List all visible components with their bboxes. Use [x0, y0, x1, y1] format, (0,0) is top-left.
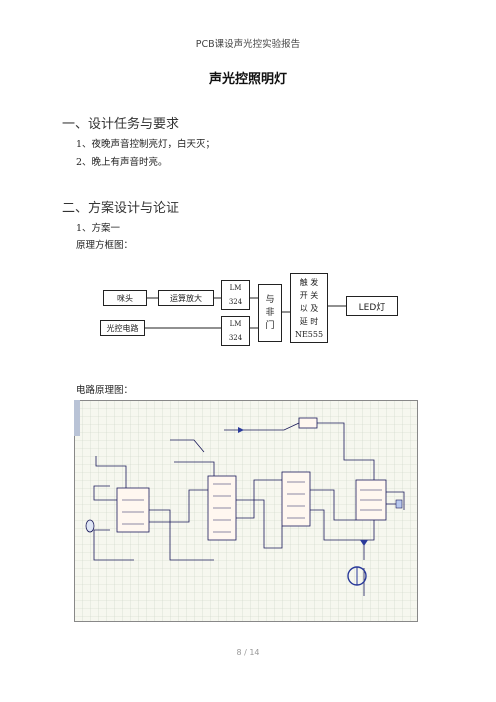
section1-heading: 一、设计任务与要求: [62, 117, 180, 132]
block-diagram-caption: 原理方框图：: [76, 240, 134, 251]
mic-block: 咪头: [103, 290, 147, 306]
circuit-schematic: [74, 400, 418, 622]
block-diagram-wires: [145, 297, 346, 329]
block-diagram: 咪头 运算放大 光控电路 LM 324 LM 324 与 非 门 触 发 开 关…: [90, 260, 420, 360]
lm324-bottom-block: LM 324: [221, 316, 250, 346]
page-header: PCB课设声光控实验报告: [195, 39, 301, 50]
circuit-diagram-caption: 电路原理图：: [76, 385, 134, 396]
ne555-block: 触 发 开 关 以 及 延 时 NE555: [290, 273, 328, 343]
section2-heading: 二、方案设计与论证: [62, 201, 180, 216]
section1-item-1: 1、夜晚声音控制亮灯，白天灭；: [76, 139, 216, 150]
led-block: LED灯: [346, 296, 398, 316]
amp-block: 运算放大: [158, 290, 214, 306]
schematic-drawing: [74, 400, 418, 622]
section1-item-2: 2、晚上有声音时亮。: [76, 157, 168, 168]
nand-gate-block: 与 非 门: [258, 284, 282, 342]
page-number: 8 / 14: [236, 648, 260, 657]
page-title: 声光控照明灯: [208, 72, 287, 87]
lm324-top-block: LM 324: [221, 280, 250, 310]
section2-sub: 1、方案一: [76, 223, 121, 234]
light-control-block: 光控电路: [100, 320, 145, 336]
